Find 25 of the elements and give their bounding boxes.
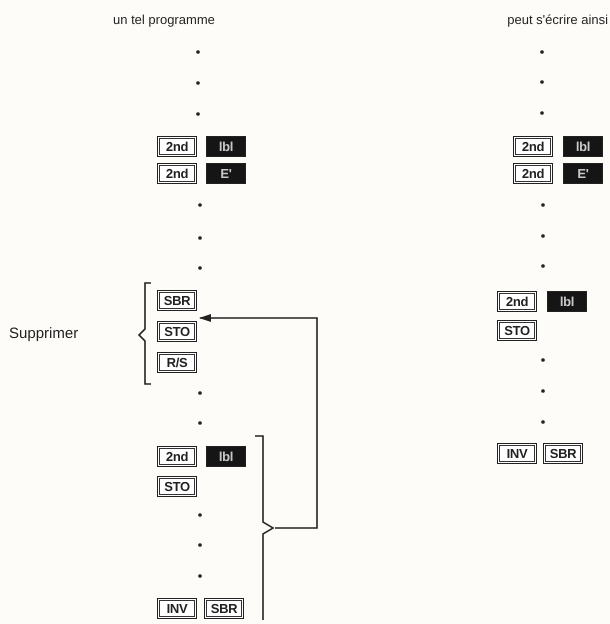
dark-key: lbl <box>547 291 587 312</box>
calculator-key: R/S <box>157 352 197 373</box>
calculator-key: 2nd <box>513 163 553 184</box>
calculator-key: SBR <box>204 598 244 619</box>
calculator-key: INV <box>497 443 537 464</box>
calculator-key: 2nd <box>513 136 553 157</box>
dark-key: E' <box>563 163 603 184</box>
calculator-key: STO <box>157 321 197 342</box>
column-heading: un tel programme <box>113 12 215 27</box>
column-heading: peut s'écrire ainsi <box>507 12 608 27</box>
dark-key: lbl <box>563 136 603 157</box>
calculator-key: SBR <box>157 290 197 311</box>
calculator-key: STO <box>497 320 537 341</box>
calculator-key: 2nd <box>157 446 197 467</box>
calculator-key: 2nd <box>497 291 537 312</box>
calculator-key: INV <box>157 598 197 619</box>
dark-key: E' <box>206 163 246 184</box>
calculator-key: 2nd <box>157 163 197 184</box>
arrow <box>199 314 318 529</box>
bracket-note: Supprimer <box>9 325 78 342</box>
calculator-key: STO <box>157 476 197 497</box>
dark-key: lbl <box>206 446 246 467</box>
calculator-key: 2nd <box>157 136 197 157</box>
calculator-key: SBR <box>543 443 583 464</box>
dark-key: lbl <box>206 136 246 157</box>
